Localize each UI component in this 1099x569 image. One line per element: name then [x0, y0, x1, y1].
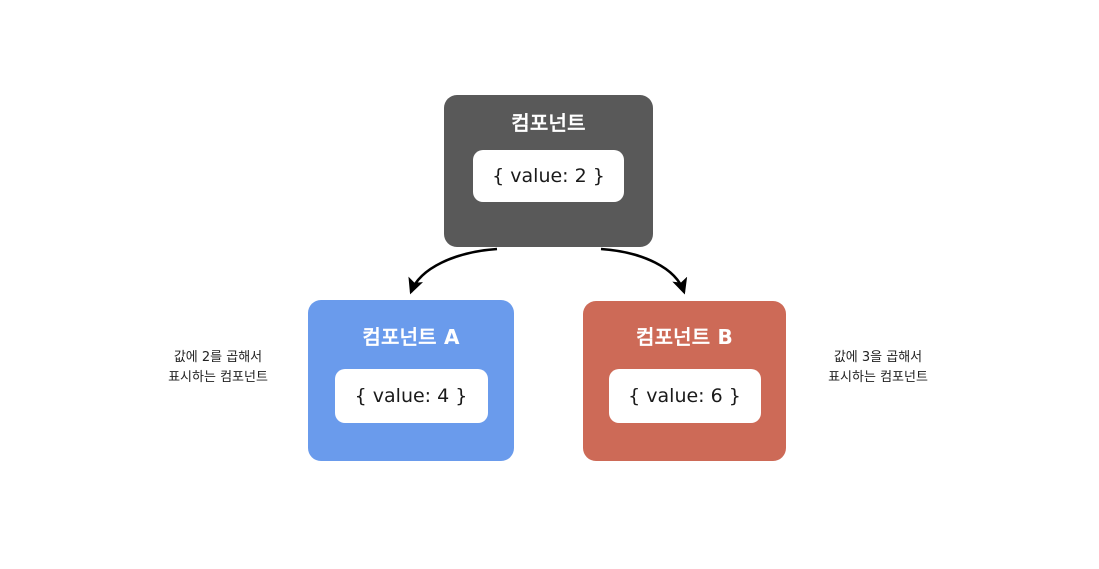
- node-title-root: 컴포넌트: [511, 111, 586, 135]
- component-node-a[interactable]: 컴포넌트 A { value: 4 }: [308, 300, 514, 461]
- value-text-root: { value: 2 }: [492, 165, 605, 187]
- node-title-a: 컴포넌트 A: [362, 325, 460, 349]
- edge-root-to-child-b: [600, 247, 688, 295]
- component-node-root[interactable]: 컴포넌트 { value: 2 }: [444, 95, 653, 247]
- annotation-left: 값에 2를 곱해서 표시하는 컴포넌트: [168, 350, 268, 385]
- value-text-a: { value: 4 }: [354, 385, 468, 407]
- value-box-root: { value: 2 }: [473, 150, 624, 202]
- edge-root-to-child-a: [408, 247, 498, 295]
- component-node-b[interactable]: 컴포넌트 B { value: 6 }: [583, 301, 786, 461]
- node-title-b: 컴포넌트 B: [635, 325, 733, 349]
- value-box-b: { value: 6 }: [608, 369, 761, 423]
- value-box-a: { value: 4 }: [334, 369, 488, 423]
- annotation-right: 값에 3을 곱해서 표시하는 컴포넌트: [828, 350, 928, 385]
- value-text-b: { value: 6 }: [628, 385, 741, 407]
